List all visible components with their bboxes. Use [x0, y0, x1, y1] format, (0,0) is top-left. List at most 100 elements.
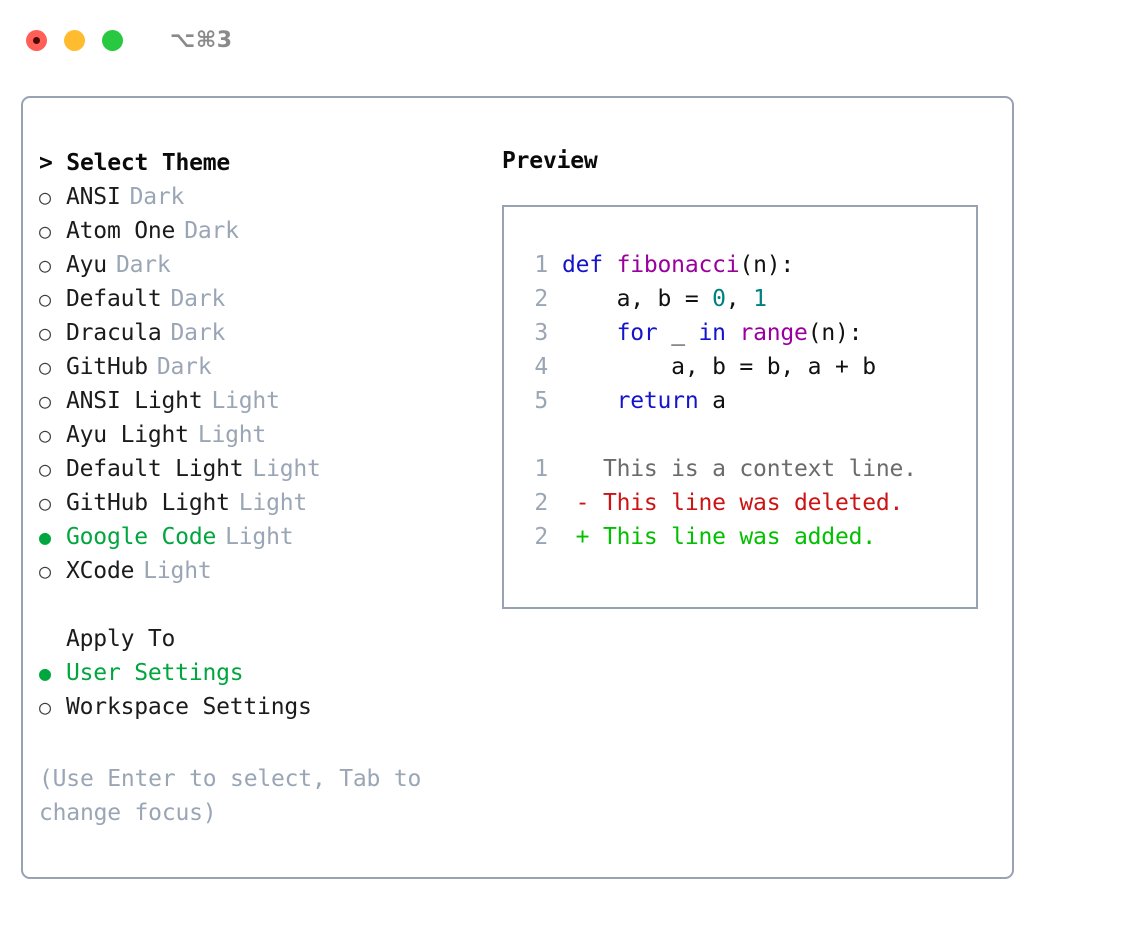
line-number: 4	[534, 354, 548, 380]
theme-option-variant: Dark	[129, 184, 185, 210]
radio-unselected-icon: ○	[39, 423, 51, 447]
code-token-kw: in	[698, 320, 726, 346]
radio-unselected-icon: ○	[39, 457, 51, 481]
preview-title: Preview	[502, 148, 598, 174]
close-window-button[interactable]	[26, 29, 47, 51]
apply-to-list: ●User Settings ○ Workspace Settings	[39, 656, 499, 724]
apply-to-option-workspace-settings[interactable]: ○ Workspace Settings	[39, 690, 499, 724]
theme-option-label: GitHub	[66, 354, 148, 380]
diff-line-context: 1 This is a context line.	[520, 452, 970, 486]
code-token-fn: range	[739, 320, 808, 346]
theme-option-variant: Light	[238, 490, 308, 516]
theme-option-dracula[interactable]: ○ Dracula Dark	[39, 316, 499, 350]
theme-option-label: ANSI Light	[66, 388, 203, 414]
code-token-plain	[562, 320, 617, 346]
theme-option-label: Ayu Light	[66, 422, 189, 448]
diff-line-text: This is a context line.	[562, 456, 917, 482]
code-token-kw: def	[562, 252, 617, 278]
code-token-plain: ,	[725, 286, 754, 312]
radio-unselected-icon: ○	[39, 355, 51, 379]
line-number: 3	[534, 320, 548, 346]
theme-option-ansi[interactable]: ○ ANSI Dark	[39, 180, 499, 214]
minimize-window-button[interactable]	[64, 29, 85, 51]
diff-line-deleted: 2 - This line was deleted.	[520, 486, 970, 520]
theme-option-variant: Light	[211, 388, 280, 414]
window-shortcut-label: ⌥⌘3	[170, 27, 233, 53]
code-line: 2 a, b = 0, 1	[520, 282, 970, 316]
theme-option-variant: Dark	[156, 354, 212, 380]
code-token-plain	[726, 320, 740, 346]
code-token-plain: _	[657, 320, 699, 346]
theme-option-variant: Dark	[170, 320, 226, 346]
radio-unselected-icon: ○	[39, 287, 51, 311]
code-line-text: def fibonacci(n):	[550, 248, 794, 282]
theme-option-github-light[interactable]: ○ GitHub Light Light	[39, 486, 499, 520]
title-bar: ⌥⌘3	[0, 0, 1140, 80]
maximize-window-button[interactable]	[102, 29, 123, 51]
theme-option-label: ANSI	[66, 184, 121, 210]
apply-to-option-label: Workspace Settings	[66, 694, 312, 720]
theme-option-xcode[interactable]: ○ XCode Light	[39, 554, 499, 588]
theme-option-variant: Dark	[115, 252, 171, 278]
code-line: 4 a, b = b, a + b	[520, 350, 970, 384]
code-line-text: a, b = b, a + b	[550, 350, 876, 384]
code-line-text: return a	[550, 384, 726, 418]
radio-unselected-icon: ○	[39, 491, 51, 515]
theme-option-github[interactable]: ○ GitHub Dark	[39, 350, 499, 384]
code-token-fn: fibonacci	[616, 252, 740, 278]
theme-option-variant: Light	[143, 558, 212, 584]
traffic-lights	[26, 29, 123, 51]
code-line: 5 return a	[520, 384, 970, 418]
preview-section-spacer	[520, 418, 970, 452]
line-number: 1	[534, 456, 548, 482]
apply-to-option-user-settings[interactable]: ●User Settings	[39, 656, 499, 690]
code-token-plain: a	[698, 388, 726, 414]
select-theme-header: > Select Theme	[39, 150, 231, 176]
radio-unselected-icon: ○	[39, 185, 51, 209]
theme-option-label: GitHub Light	[66, 490, 230, 516]
code-line: 3 for _ in range(n):	[520, 316, 970, 350]
theme-option-variant: Dark	[170, 286, 226, 312]
radio-selected-icon: ●	[39, 525, 51, 549]
code-token-num: 0	[712, 286, 726, 312]
theme-option-variant: Dark	[184, 218, 239, 244]
theme-option-label: Google Code	[66, 524, 217, 550]
code-token-plain: a, b = b, a + b	[562, 354, 876, 380]
radio-selected-icon: ●	[39, 661, 51, 685]
theme-option-label: XCode	[66, 558, 135, 584]
line-number: 2	[534, 524, 548, 550]
apply-to-header: Apply To	[66, 626, 176, 652]
code-token-plain: (n):	[739, 252, 795, 278]
diff-line-text: - This line was deleted.	[562, 490, 904, 516]
radio-unselected-icon: ○	[39, 321, 51, 345]
code-token-plain: (n):	[807, 320, 863, 346]
code-line-text: a, b = 0, 1	[550, 282, 767, 316]
line-number: 2	[534, 490, 548, 516]
theme-option-label: Default Light	[66, 456, 244, 482]
theme-option-label: Dracula	[66, 320, 162, 346]
radio-unselected-icon: ○	[39, 559, 51, 583]
code-token-num: 1	[753, 286, 767, 312]
line-number: 2	[534, 286, 548, 312]
code-line-text: for _ in range(n):	[550, 316, 863, 350]
code-token-kw: return	[616, 388, 699, 414]
theme-option-variant: Light	[197, 422, 267, 448]
theme-option-ayu-light[interactable]: ○ Ayu Light Light	[39, 418, 499, 452]
theme-option-label: Ayu	[66, 252, 107, 278]
diff-line-added: 2 + This line was added.	[520, 520, 970, 554]
radio-unselected-icon: ○	[39, 695, 51, 719]
